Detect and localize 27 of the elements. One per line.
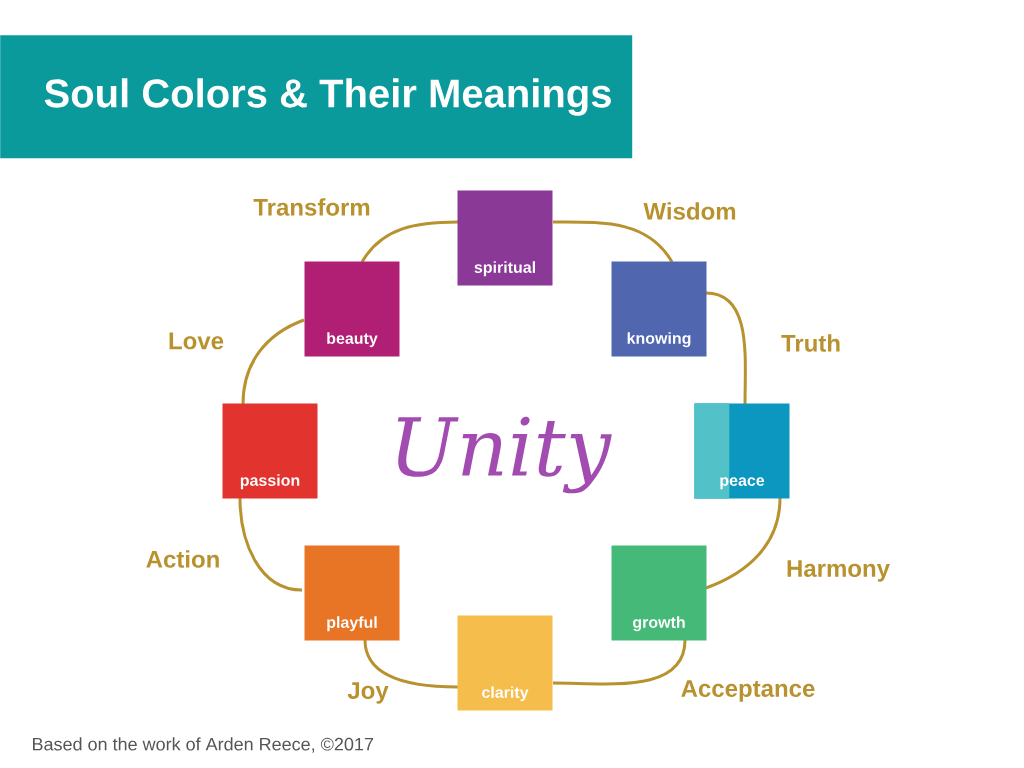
connector-curve: [705, 497, 782, 590]
edge-label: Love: [169, 332, 224, 350]
edge-label: Action: [146, 550, 219, 568]
color-square: passion: [222, 403, 318, 499]
edge-label: Transform: [253, 198, 370, 216]
title-banner: Soul Colors & Their Meanings: [0, 35, 633, 159]
edge-label: Acceptance: [681, 680, 815, 702]
connector-curve: [553, 220, 674, 263]
footer-note: Based on the work of Arden Reece, ©2017: [33, 737, 374, 753]
connector-curve: [363, 639, 459, 689]
color-square: spiritual: [457, 190, 553, 286]
edge-label: Joy: [347, 682, 389, 704]
color-square: peace: [694, 403, 790, 499]
connector-curve: [705, 291, 747, 404]
color-square: knowing: [611, 261, 707, 357]
connector-curve: [553, 639, 687, 686]
connector-curve: [238, 497, 303, 592]
color-square: growth: [611, 545, 707, 641]
edge-label: Wisdom: [643, 202, 736, 220]
script-word: Unity: [397, 416, 612, 494]
color-square: playful: [304, 545, 400, 641]
edge-label: Truth: [781, 334, 840, 352]
color-square: clarity: [457, 615, 553, 711]
edge-label: Harmony: [787, 560, 890, 582]
connector-curve: [360, 220, 459, 263]
color-square: beauty: [304, 261, 400, 357]
connector-curve: [241, 318, 305, 405]
